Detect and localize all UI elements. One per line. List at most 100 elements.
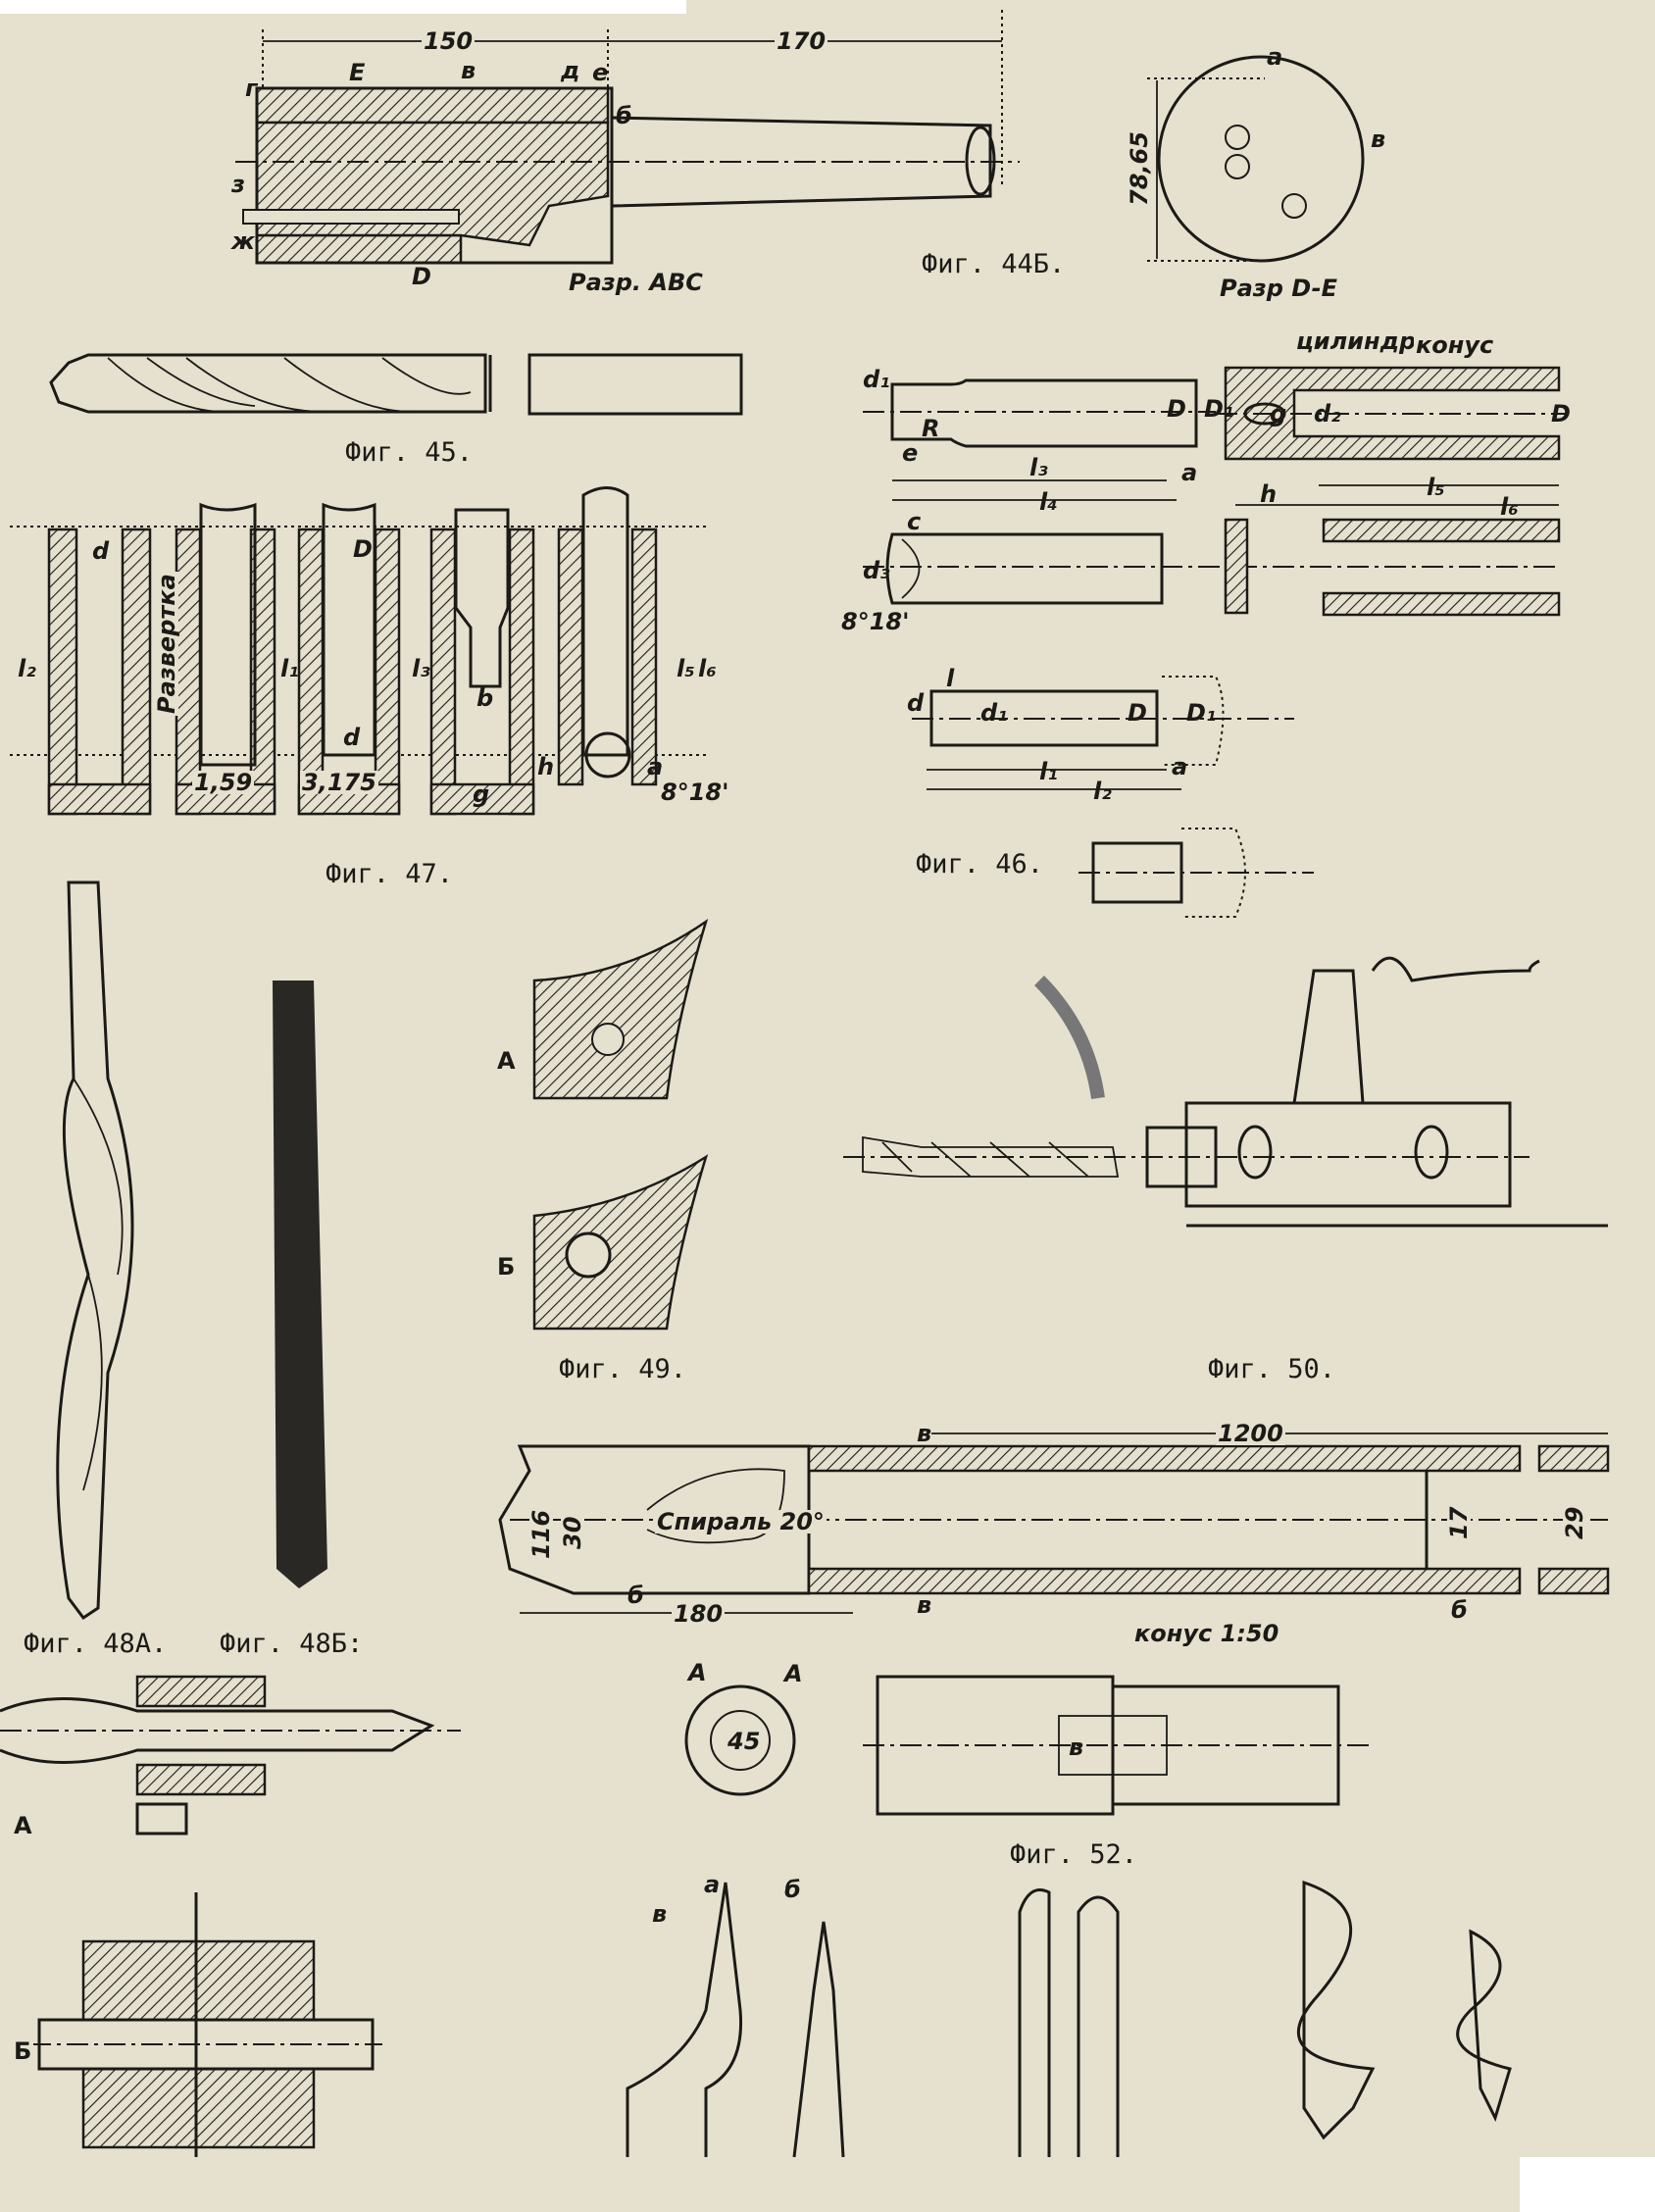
svg-text:a: a bbox=[1181, 459, 1197, 486]
svg-text:h: h bbox=[1260, 480, 1277, 508]
svg-text:в: в bbox=[652, 1900, 667, 1928]
svg-text:D: D bbox=[1167, 395, 1186, 423]
dim-30: 30 bbox=[559, 1514, 586, 1551]
dim-78-65: 78,65 bbox=[1126, 129, 1153, 208]
svg-text:g: g bbox=[1270, 400, 1286, 427]
svg-text:з: з bbox=[230, 171, 245, 198]
fig-48b-caption: Фиг. 48Б: bbox=[218, 1629, 366, 1659]
svg-text:D: D bbox=[1128, 699, 1147, 727]
svg-text:b: b bbox=[476, 684, 493, 712]
svg-text:l₃: l₃ bbox=[1029, 454, 1048, 481]
figure-48 bbox=[56, 880, 327, 1621]
svg-text:d₃: d₃ bbox=[863, 557, 890, 584]
cone-label-52: конус 1:50 bbox=[1132, 1620, 1281, 1647]
dim-45: 45 bbox=[726, 1728, 763, 1755]
dim-29: 29 bbox=[1561, 1504, 1588, 1541]
svg-text:R: R bbox=[922, 415, 939, 442]
svg-text:l: l bbox=[946, 665, 955, 692]
svg-text:l₆: l₆ bbox=[1500, 493, 1519, 521]
svg-text:D: D bbox=[353, 535, 373, 563]
svg-text:в: в bbox=[1069, 1734, 1083, 1761]
svg-text:d₁: d₁ bbox=[863, 366, 890, 393]
figure-50 bbox=[843, 956, 1608, 1228]
dim-116: 116 bbox=[527, 1507, 555, 1561]
svg-text:l₁: l₁ bbox=[1039, 758, 1058, 785]
svg-text:d: d bbox=[907, 689, 925, 717]
fig-52-caption: Фиг. 52. bbox=[1008, 1839, 1140, 1870]
svg-text:б: б bbox=[1451, 1596, 1468, 1624]
figure-49 bbox=[532, 918, 709, 1331]
svg-text:d: d bbox=[92, 537, 110, 565]
fig-44b-caption: Фиг. 44Б. bbox=[920, 249, 1068, 279]
svg-text:d₂: d₂ bbox=[1314, 400, 1341, 427]
svg-text:б: б bbox=[616, 102, 632, 129]
dim-1-59: 1,59 bbox=[192, 769, 255, 796]
svg-text:ж: ж bbox=[230, 227, 256, 255]
svg-text:c: c bbox=[907, 508, 921, 535]
reamer-label: Развертка bbox=[153, 572, 180, 716]
angle-label-46: 8°18' bbox=[839, 608, 912, 635]
svg-text:l₂: l₂ bbox=[18, 655, 36, 682]
svg-text:Е: Е bbox=[349, 59, 366, 86]
svg-text:d: d bbox=[343, 724, 361, 751]
fig-45-caption: Фиг. 45. bbox=[343, 437, 476, 468]
svg-text:а: а bbox=[1267, 43, 1282, 71]
svg-text:D: D bbox=[412, 263, 431, 290]
fig-46-caption: Фиг. 46. bbox=[914, 849, 1046, 880]
cylinder-label: цилиндр bbox=[1294, 327, 1419, 355]
dim-1200: 1200 bbox=[1216, 1420, 1285, 1447]
svg-text:l₃: l₃ bbox=[412, 655, 430, 682]
section-de-label: Разр D-E bbox=[1218, 275, 1339, 302]
svg-text:l₆: l₆ bbox=[698, 655, 717, 682]
dim-3-175: 3,175 bbox=[300, 769, 378, 796]
cone-label: конус bbox=[1414, 331, 1496, 359]
section-mark-a: А bbox=[686, 1659, 709, 1686]
svg-text:D₁: D₁ bbox=[1204, 395, 1233, 423]
dim-17: 17 bbox=[1445, 1504, 1473, 1541]
fig-47-caption: Фиг. 47. bbox=[324, 859, 456, 889]
dim-150: 150 bbox=[422, 27, 476, 55]
fig-49-caption: Фиг. 49. bbox=[557, 1354, 689, 1384]
svg-text:d₁: d₁ bbox=[980, 699, 1008, 727]
svg-text:в: в bbox=[461, 57, 476, 84]
svg-text:a: a bbox=[647, 753, 663, 780]
svg-text:е: е bbox=[592, 59, 608, 86]
figure-45 bbox=[49, 353, 743, 416]
fig-49-label-b: Б bbox=[495, 1253, 518, 1281]
dim-180: 180 bbox=[672, 1600, 726, 1628]
angle-label: 8°18' bbox=[659, 779, 731, 806]
svg-text:a: a bbox=[1172, 753, 1187, 780]
svg-text:l₅: l₅ bbox=[677, 655, 695, 682]
svg-text:б: б bbox=[627, 1582, 644, 1609]
fig-50-caption: Фиг. 50. bbox=[1206, 1354, 1338, 1384]
fig-48a-caption: Фиг. 48А. bbox=[22, 1629, 170, 1659]
dim-170: 170 bbox=[775, 27, 828, 55]
svg-text:в: в bbox=[917, 1420, 931, 1447]
fig-51-label-b: Б bbox=[12, 2037, 34, 2065]
svg-text:l₅: l₅ bbox=[1427, 474, 1445, 501]
figure-52: в в б б А в bbox=[498, 1420, 1610, 1816]
fig-49-label-a: А bbox=[495, 1047, 518, 1075]
svg-text:D₁: D₁ bbox=[1186, 699, 1216, 727]
svg-text:l₁: l₁ bbox=[280, 655, 299, 682]
svg-text:в: в bbox=[917, 1591, 931, 1619]
svg-text:г: г bbox=[245, 75, 259, 102]
svg-text:l₄: l₄ bbox=[1039, 488, 1058, 516]
figure-51 bbox=[0, 1675, 461, 2157]
svg-text:д: д bbox=[560, 57, 579, 84]
svg-text:h: h bbox=[537, 753, 554, 780]
spiral-label: Спираль 20° bbox=[655, 1508, 827, 1535]
section-abc-label: Разр. ABC bbox=[567, 269, 705, 296]
svg-text:а: а bbox=[704, 1871, 720, 1898]
svg-text:в: в bbox=[1371, 126, 1385, 153]
svg-text:D: D bbox=[1551, 400, 1571, 427]
svg-text:l₂: l₂ bbox=[1093, 778, 1112, 805]
fig-51-label-a: А bbox=[12, 1812, 34, 1839]
svg-text:g: g bbox=[473, 780, 489, 808]
